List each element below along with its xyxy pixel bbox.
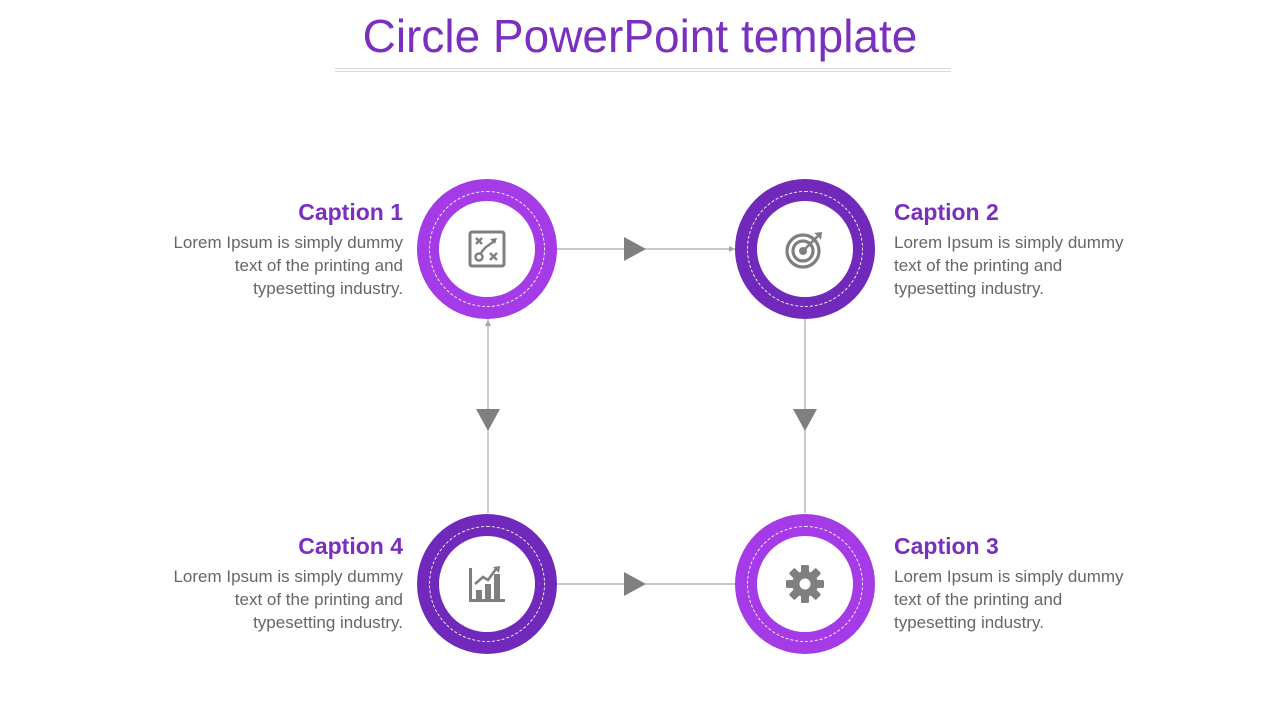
caption-title: Caption 4	[298, 533, 403, 559]
bar-chart-icon	[469, 566, 505, 602]
caption-block-3: Caption 3 Lorem Ipsum is simply dummy te…	[894, 532, 1134, 634]
dashed-ring	[429, 191, 545, 307]
arrow-2-3	[793, 409, 817, 431]
caption-title: Caption 3	[894, 533, 999, 559]
title-underline-bottom	[335, 71, 951, 72]
title-underline-top	[335, 68, 951, 69]
arrow-4-1	[476, 409, 500, 431]
node-core	[439, 536, 535, 632]
circle-node-4	[417, 514, 557, 654]
node-core	[439, 201, 535, 297]
arrow-4-3	[624, 572, 646, 596]
caption-title: Caption 1	[298, 199, 403, 225]
node-core	[757, 536, 853, 632]
circle-node-1	[417, 179, 557, 319]
arrowhead-small-4-1	[485, 320, 491, 326]
page-title: Circle PowerPoint template	[362, 10, 918, 62]
caption-text: Lorem Ipsum is simply dummy text of the …	[894, 233, 1124, 298]
strategy-board-icon	[468, 230, 506, 268]
caption-title: Caption 2	[894, 199, 999, 225]
caption-block-1: Caption 1 Lorem Ipsum is simply dummy te…	[163, 198, 403, 300]
caption-block-4: Caption 4 Lorem Ipsum is simply dummy te…	[163, 532, 403, 634]
caption-text: Lorem Ipsum is simply dummy text of the …	[173, 233, 403, 298]
caption-text: Lorem Ipsum is simply dummy text of the …	[894, 567, 1124, 632]
dashed-ring	[747, 191, 863, 307]
node-core	[757, 201, 853, 297]
circle-node-3	[735, 514, 875, 654]
arrowhead-small-1-2	[729, 246, 735, 252]
caption-text: Lorem Ipsum is simply dummy text of the …	[173, 567, 403, 632]
dashed-ring	[747, 526, 863, 642]
target-icon	[785, 232, 822, 269]
dashed-ring	[429, 526, 545, 642]
gear-icon	[786, 565, 824, 603]
arrow-1-2	[624, 237, 646, 261]
circle-node-2	[735, 179, 875, 319]
caption-block-2: Caption 2 Lorem Ipsum is simply dummy te…	[894, 198, 1134, 300]
